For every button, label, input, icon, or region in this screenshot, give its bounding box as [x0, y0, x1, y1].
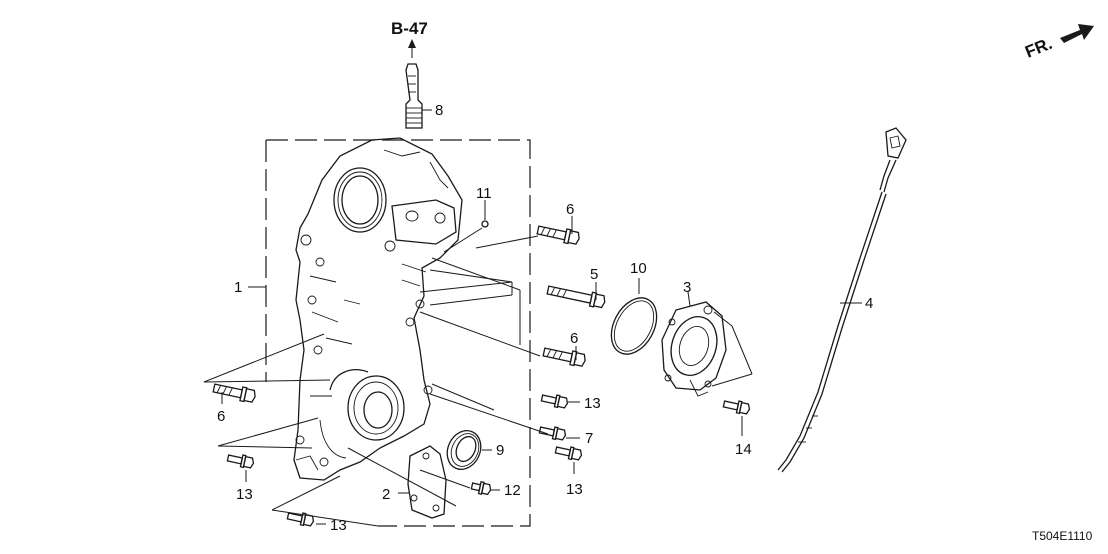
callout-10: 10 — [630, 260, 647, 277]
oil-pump-cover — [661, 301, 727, 397]
callout-3: 3 — [683, 279, 691, 296]
callout-4: 4 — [865, 295, 873, 312]
flange-bolt-7 — [538, 426, 567, 441]
callout-13-right-lower: 13 — [566, 481, 583, 498]
front-direction-arrow — [1060, 24, 1094, 43]
callout-8: 8 — [435, 102, 443, 119]
leader-3 — [687, 291, 753, 387]
reference-label: B-47 — [391, 19, 428, 38]
callout-11: 11 — [476, 185, 492, 202]
flange-bolt-13-bottom — [286, 512, 315, 527]
flange-bolt-6-upper — [536, 225, 580, 245]
callout-2: 2 — [382, 486, 390, 503]
leader-network-upper — [419, 227, 541, 357]
leader-network-lower — [203, 333, 549, 527]
flange-bolt-13-right-upper — [540, 394, 569, 409]
dowel-pin — [481, 220, 489, 228]
callout-6-left: 6 — [217, 408, 225, 425]
callout-1: 1 — [234, 279, 242, 296]
flange-bolt-6-middle — [542, 347, 586, 367]
callout-13-left: 13 — [236, 486, 253, 503]
callout-12: 12 — [504, 482, 521, 499]
flange-bolt-13-left — [226, 454, 255, 469]
flange-bolt-6-left — [212, 383, 256, 403]
reference-arrow — [408, 39, 416, 58]
flange-bolt-5 — [546, 285, 606, 309]
callout-13-bottom: 13 — [330, 517, 347, 534]
callout-14: 14 — [735, 441, 752, 458]
cover-plate — [407, 445, 447, 519]
flange-bolt-12 — [470, 481, 492, 496]
front-direction-label: FR. — [1022, 34, 1055, 62]
callout-6-middle: 6 — [570, 330, 578, 347]
front-direction-indicator: FR. — [1022, 24, 1094, 62]
drawing-code: T504E1110 — [1032, 529, 1093, 543]
flange-bolt-14 — [722, 400, 751, 415]
callout-6-upper: 6 — [566, 201, 574, 218]
callout-7: 7 — [585, 430, 593, 447]
oil-dipstick — [777, 127, 907, 473]
flange-bolt-13-right-lower — [554, 446, 583, 461]
assembly-group-frame — [265, 139, 531, 527]
callout-13-right-upper: 13 — [584, 395, 601, 412]
callout-9: 9 — [496, 442, 504, 459]
stud-bolt — [405, 63, 423, 129]
chain-case-cover — [293, 137, 463, 481]
o-ring — [610, 297, 658, 355]
callout-5: 5 — [590, 266, 598, 283]
oil-seal — [446, 430, 482, 470]
